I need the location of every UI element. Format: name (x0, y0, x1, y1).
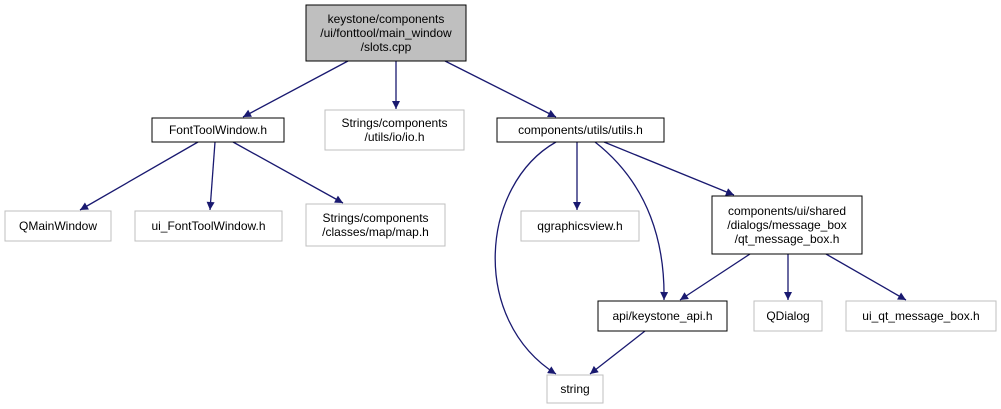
node-keystone_api_h[interactable]: api/keystone_api.h (597, 300, 728, 332)
node-box (134, 210, 283, 242)
node-label: components/utils/utils.h (518, 123, 643, 137)
node-ui_qt_message_box_h[interactable]: ui_qt_message_box.h (845, 300, 997, 332)
node-box (305, 203, 446, 247)
node-label: /dialogs/message_box (727, 218, 846, 232)
node-slots_cpp[interactable]: keystone/components/ui/fonttool/main_win… (305, 4, 467, 62)
node-label: api/keystone_api.h (612, 309, 712, 323)
edge-fonttoolwindow_h-to-qmainwindow (79, 141, 199, 211)
node-string[interactable]: string (546, 374, 604, 404)
node-label: qgraphicsview.h (537, 219, 622, 233)
node-box (711, 195, 863, 255)
node-qmainwindow[interactable]: QMainWindow (4, 210, 112, 242)
edge-qt_message_box_h-to-ui_qt_message_box_h (825, 253, 907, 301)
edge-qt_message_box_h-to-keystone_api_h (679, 253, 751, 301)
node-box (520, 210, 640, 242)
edge-fonttoolwindow_h-to-strings_map_h (232, 141, 344, 204)
node-box (305, 4, 467, 62)
node-label: /classes/map/map.h (322, 225, 429, 239)
node-label: /ui/fonttool/main_window (320, 26, 452, 40)
edge-utils_h-to-qt_message_box_h (603, 141, 735, 196)
node-label: FontToolWindow.h (169, 123, 267, 137)
node-label: ui_FontToolWindow.h (151, 219, 265, 233)
edge-utils_h-to-string (494, 141, 557, 375)
edge-slots_cpp-to-fonttoolwindow_h (242, 60, 349, 118)
nodes-layer: keystone/components/ui/fonttool/main_win… (4, 4, 997, 404)
node-strings_io_h[interactable]: Strings/components/utils/io/io.h (324, 109, 465, 151)
node-label: /qt_message_box.h (735, 232, 840, 246)
node-label: /slots.cpp (361, 40, 412, 54)
node-utils_h[interactable]: components/utils/utils.h (496, 117, 665, 143)
node-box (324, 109, 465, 151)
node-ui_fonttoolwindow_h[interactable]: ui_FontToolWindow.h (134, 210, 283, 242)
node-label: Strings/components (341, 116, 447, 130)
node-label: QDialog (766, 309, 809, 323)
node-label: QMainWindow (19, 219, 97, 233)
node-box (753, 300, 823, 332)
node-box (151, 117, 285, 143)
node-label: components/ui/shared (728, 204, 846, 218)
edge-slots_cpp-to-utils_h (444, 60, 557, 118)
edge-fonttoolwindow_h-to-ui_fonttoolwindow_h (206, 141, 216, 211)
node-box (546, 374, 604, 404)
node-label: ui_qt_message_box.h (862, 309, 979, 323)
node-label: keystone/components (328, 12, 445, 26)
node-qgraphicsview_h[interactable]: qgraphicsview.h (520, 210, 640, 242)
node-fonttoolwindow_h[interactable]: FontToolWindow.h (151, 117, 285, 143)
node-qt_message_box_h[interactable]: components/ui/shared/dialogs/message_box… (711, 195, 863, 255)
node-strings_map_h[interactable]: Strings/components/classes/map/map.h (305, 203, 446, 247)
node-label: /utils/io/io.h (364, 130, 424, 144)
node-box (4, 210, 112, 242)
edges-layer (79, 60, 907, 375)
edge-utils_h-to-keystone_api_h (594, 141, 669, 301)
node-box (845, 300, 997, 332)
node-qdialog[interactable]: QDialog (753, 300, 823, 332)
node-label: Strings/components (322, 211, 428, 225)
edge-keystone_api_h-to-string (589, 330, 646, 375)
node-box (597, 300, 728, 332)
node-label: string (560, 382, 589, 396)
node-box (496, 117, 665, 143)
